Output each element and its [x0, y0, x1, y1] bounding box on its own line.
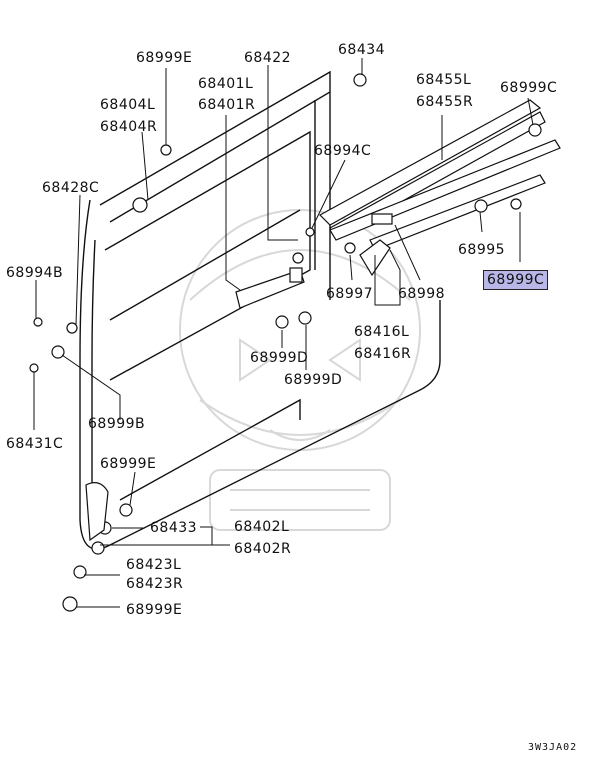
- label-68401L: 68401L: [198, 76, 254, 92]
- label-68994C: 68994C: [314, 143, 372, 159]
- label-68999C-highlighted[interactable]: 68999C: [483, 270, 549, 290]
- label-68999E-top: 68999E: [136, 50, 193, 66]
- label-68416L: 68416L: [354, 324, 410, 340]
- lower-rail: [359, 174, 546, 277]
- label-68428C: 68428C: [42, 180, 100, 196]
- fasteners: [29, 73, 542, 612]
- label-68423R: 68423R: [126, 576, 184, 592]
- label-68455L: 68455L: [416, 72, 472, 88]
- label-68998: 68998: [398, 286, 446, 302]
- diagram-code: 3W3JA02: [528, 742, 578, 753]
- label-68997: 68997: [326, 286, 374, 302]
- label-68455R: 68455R: [416, 94, 474, 110]
- label-68999B: 68999B: [88, 416, 146, 432]
- leader-lines: [33, 58, 534, 608]
- hinge-bracket: [235, 267, 305, 309]
- label-68999E-mid: 68999E: [100, 456, 157, 472]
- label-68999D-b: 68999D: [284, 372, 343, 388]
- label-68402L: 68402L: [234, 519, 290, 535]
- label-68422: 68422: [244, 50, 292, 66]
- label-68404L: 68404L: [100, 97, 156, 113]
- label-68431C: 68431C: [6, 436, 64, 452]
- label-68404R: 68404R: [100, 119, 158, 135]
- label-68423L: 68423L: [126, 557, 182, 573]
- door-frame: [79, 70, 441, 550]
- label-68433: 68433: [150, 520, 198, 536]
- label-68994B: 68994B: [6, 265, 64, 281]
- label-68434: 68434: [338, 42, 386, 58]
- label-68402R: 68402R: [234, 541, 292, 557]
- label-68999C-top: 68999C: [500, 80, 558, 96]
- label-68401R: 68401R: [198, 97, 256, 113]
- label-68416R: 68416R: [354, 346, 412, 362]
- label-68995: 68995: [458, 242, 506, 258]
- label-68999D-a: 68999D: [250, 350, 309, 366]
- label-68999E-bot: 68999E: [126, 602, 183, 618]
